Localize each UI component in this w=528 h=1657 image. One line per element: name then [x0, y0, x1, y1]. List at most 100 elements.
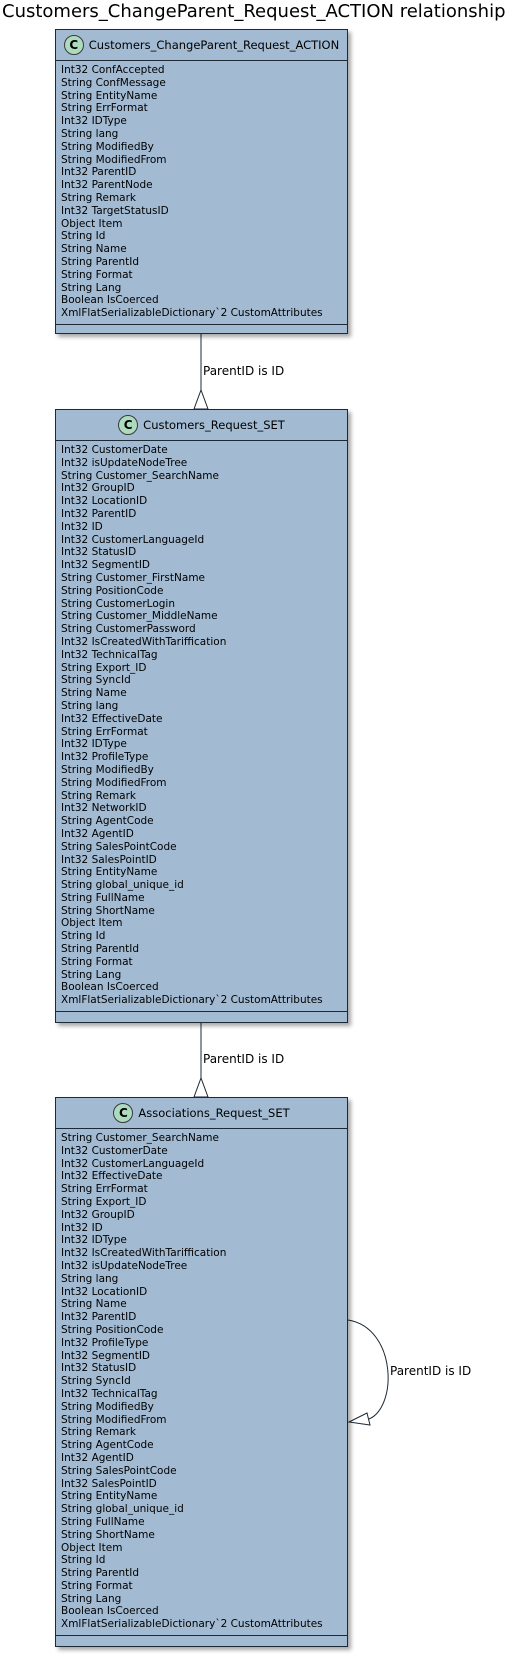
class-header: C Customers_Request_SET	[56, 410, 347, 441]
attribute-row: String Remark	[61, 789, 137, 802]
attribute-row: String EntityName	[61, 1490, 158, 1503]
attribute-row: Int32 StatusID	[61, 546, 137, 559]
attribute-row: Int32 CustomerDate	[61, 444, 168, 456]
attribute-row: Int32 EffectiveDate	[61, 1170, 163, 1183]
generalization-arrow-associations-self	[347, 1412, 371, 1426]
attribute-row: String Name	[61, 1298, 127, 1311]
attribute-row: Int32 isUpdateNodeTree	[61, 456, 188, 469]
attribute-row: String lang	[61, 127, 119, 140]
attribute-row: Boolean IsCoerced	[61, 981, 159, 994]
attribute-row: String EntityName	[61, 89, 158, 102]
attribute-row: String Customer_MiddleName	[61, 610, 218, 623]
attribute-row: Int32 SalesPointID	[61, 1477, 157, 1490]
attribute-row: String SyncId	[61, 1375, 131, 1388]
attribute-row: String ModifiedFrom	[61, 153, 167, 166]
relation-label-associations-self: ParentID is ID	[390, 1364, 472, 1378]
attribute-row: Boolean IsCoerced	[61, 294, 159, 307]
attribute-row: String ModifiedFrom	[61, 1413, 167, 1426]
attribute-row: Int32 IDType	[61, 115, 127, 128]
attribute-row: Int32 ParentNode	[61, 179, 153, 192]
attribute-row: Int32 LocationID	[61, 495, 148, 508]
attribute-row: String global_unique_id	[61, 1503, 184, 1516]
attribute-row: String ErrFormat	[61, 1183, 148, 1196]
attribute-row: Int32 NetworkID	[61, 802, 147, 815]
attribute-row: String Id	[61, 1554, 106, 1567]
attribute-row: String Name	[61, 243, 127, 256]
attribute-row: Int32 TargetStatusID	[61, 204, 169, 217]
attribute-row: XmlFlatSerializableDictionary`2 CustomAt…	[61, 1618, 323, 1631]
attribute-row: Int32 CustomerLanguageId	[61, 1157, 205, 1170]
attribute-row: String SalesPointCode	[61, 840, 177, 853]
attribute-row: String AgentCode	[61, 815, 154, 828]
attribute-row: String Format	[61, 1579, 133, 1592]
attribute-row: String ModifiedBy	[61, 1400, 154, 1413]
class-box-action: C Customers_ChangeParent_Request_ACTION …	[55, 29, 348, 334]
class-name: Associations_Request_SET	[138, 1106, 290, 1120]
attribute-row: String global_unique_id	[61, 879, 184, 892]
attribute-row: String ErrFormat	[61, 725, 148, 738]
attribute-row: Int32 GroupID	[61, 1208, 135, 1221]
attribute-row: String EntityName	[61, 866, 158, 879]
class-header: C Customers_ChangeParent_Request_ACTION	[56, 30, 347, 61]
attribute-row: String AgentCode	[61, 1439, 154, 1452]
attribute-row: String Id	[61, 930, 106, 943]
attribute-row: Int32 LocationID	[61, 1285, 148, 1298]
attribute-row: Int32 ID	[61, 1221, 103, 1234]
attribute-row: String Lang	[61, 968, 122, 981]
relation-label-customers-associations: ParentID is ID	[203, 1052, 285, 1066]
attribute-row: Object Item	[61, 917, 123, 930]
attribute-row: String Export_ID	[61, 661, 147, 674]
attribute-row: String CustomerPassword	[61, 623, 196, 636]
attribute-row: Int32 AgentID	[61, 1451, 134, 1464]
attribute-row: XmlFlatSerializableDictionary`2 CustomAt…	[61, 307, 323, 320]
attribute-row: Int32 IsCreatedWithTariffication	[61, 1247, 227, 1260]
relation-label-action-customers: ParentID is ID	[203, 364, 285, 378]
attribute-row: XmlFlatSerializableDictionary`2 CustomAt…	[61, 994, 323, 1007]
attribute-row: String Lang	[61, 1592, 122, 1605]
class-badge-icon: C	[113, 1103, 134, 1123]
attribute-row: String ShortName	[61, 904, 155, 917]
attribute-row: Int32 ParentID	[61, 507, 137, 520]
attribute-row: String FullName	[61, 891, 145, 904]
attribute-row: String ParentId	[61, 1567, 140, 1580]
attribute-row: Int32 ProfileType	[61, 1336, 149, 1349]
attribute-row: Int32 EffectiveDate	[61, 712, 163, 725]
attribute-row: Int32 IDType	[61, 738, 127, 751]
attribute-row: Int32 isUpdateNodeTree	[61, 1259, 188, 1272]
attribute-row: Int32 CustomerDate	[61, 1144, 168, 1157]
attribute-row: String Customer_SearchName	[61, 1132, 219, 1144]
attribute-row: Int32 ParentID	[61, 1311, 137, 1324]
attribute-row: Int32 TechnicalTag	[61, 648, 158, 661]
class-header: C Associations_Request_SET	[56, 1098, 347, 1129]
class-badge-icon: C	[63, 35, 84, 55]
attribute-row: String Id	[61, 230, 106, 243]
attribute-row: Int32 IsCreatedWithTariffication	[61, 635, 227, 648]
attribute-row: String Name	[61, 687, 127, 700]
attribute-row: String ShortName	[61, 1528, 155, 1541]
attribute-row: String Remark	[61, 1426, 137, 1439]
attribute-row: String Remark	[61, 191, 137, 204]
attribute-row: Int32 SalesPointID	[61, 853, 157, 866]
attribute-row: String FullName	[61, 1515, 145, 1528]
attribute-row: String SalesPointCode	[61, 1464, 177, 1477]
attribute-row: String ModifiedBy	[61, 763, 154, 776]
attribute-row: Int32 GroupID	[61, 482, 135, 495]
attribute-row: String lang	[61, 699, 119, 712]
attribute-row: String Lang	[61, 281, 122, 294]
attribute-row: Int32 ID	[61, 520, 103, 533]
diagram-title: Customers_ChangeParent_Request_ACTION re…	[2, 1, 506, 22]
attribute-row: Int32 StatusID	[61, 1362, 137, 1375]
class-box-customers-request-set: C Customers_Request_SET Int32 CustomerDa…	[55, 409, 348, 1023]
class-badge-icon: C	[118, 415, 139, 435]
attribute-row: Int32 AgentID	[61, 827, 134, 840]
attribute-row: String SyncId	[61, 674, 131, 687]
methods-compartment	[56, 1011, 347, 1018]
attribute-row: Int32 IDType	[61, 1234, 127, 1247]
class-box-associations-request-set: C Associations_Request_SET String Custom…	[55, 1097, 348, 1647]
attribute-row: String ConfMessage	[61, 76, 166, 89]
attribute-row: Int32 SegmentID	[61, 559, 150, 572]
attribute-row: Int32 ConfAccepted	[61, 64, 165, 76]
